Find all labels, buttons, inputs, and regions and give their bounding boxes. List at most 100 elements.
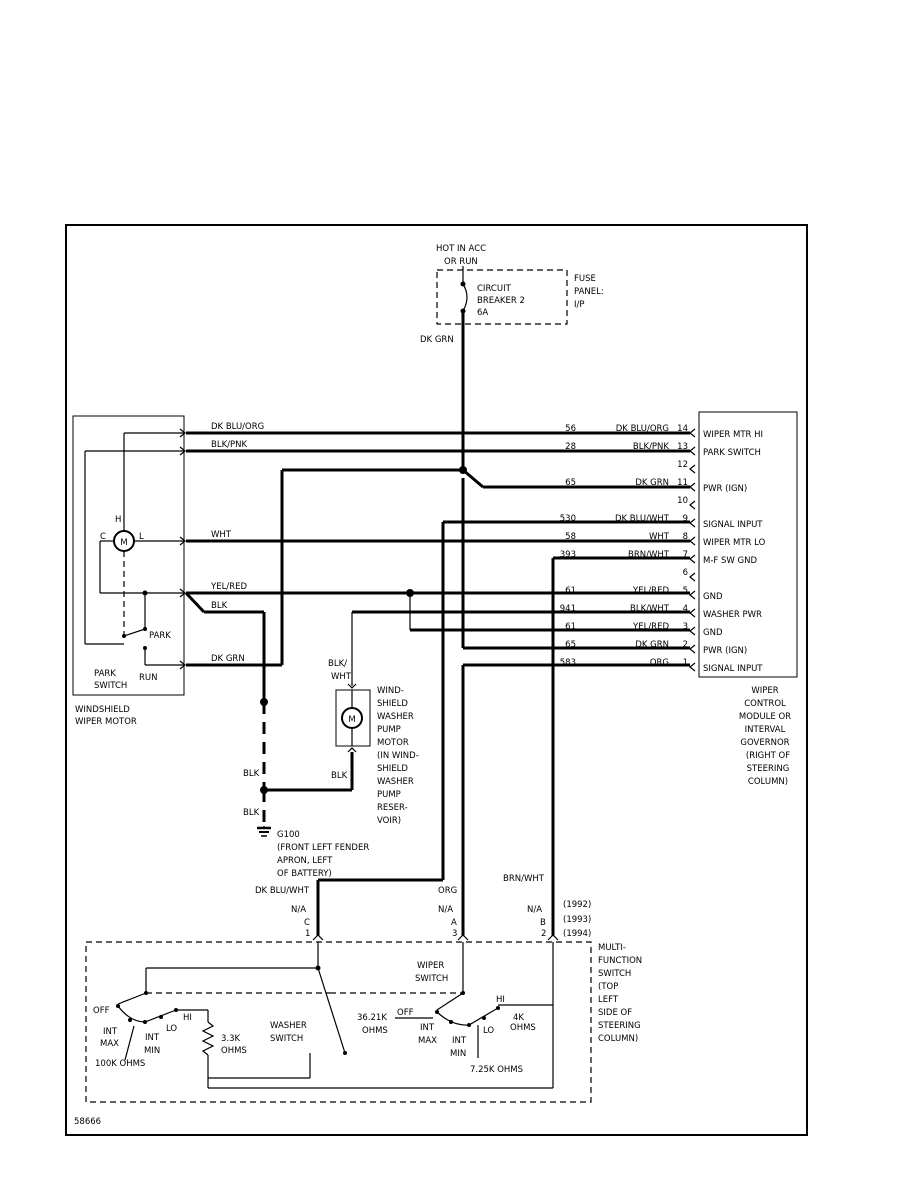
pump-bottom-connector [347,747,357,753]
module-pin-name: GND [703,592,723,602]
svg-text:STEERING: STEERING [747,764,790,774]
module-pin-connector [689,482,696,492]
left-hi-label: HI [183,1013,192,1023]
svg-text:(IN WIND-: (IN WIND- [377,751,419,761]
module-pin-name: WIPER MTR LO [703,538,766,548]
left-int-min-2: MIN [144,1046,160,1056]
ground-label-4: OF BATTERY) [277,869,332,879]
svg-text:MOTOR: MOTOR [377,738,409,748]
mfs-label: MULTI- FUNCTION SWITCH (TOP LEFT SIDE OF… [598,943,642,1044]
left-100k-ohms: 100K OHMS [95,1059,145,1069]
park-switch-label-2: SWITCH [94,681,127,691]
ohms-pointer [124,1025,135,1061]
module-pin-circuit: 393 [560,550,576,560]
left-int-max-1: INT [103,1027,118,1037]
washer-switch-contact [343,1051,347,1055]
connector-a: A [451,918,457,928]
svg-text:SWITCH: SWITCH [598,969,631,979]
module-pin-connector [689,644,696,654]
svg-text:PUMP: PUMP [377,790,401,800]
motor-connector-pins [179,428,186,670]
module-pin-connector [689,446,696,456]
right-hi-contact [496,1006,500,1010]
r725-label: 7.25K OHMS [470,1065,523,1075]
right-int-min-2: MIN [450,1049,466,1059]
motor-c-label: C [100,532,106,542]
module-pin-wire-color: DK GRN [635,640,669,650]
ground-label-1: G100 [277,830,300,840]
wire-label-wht: WHT [211,530,232,540]
right-int-max-2: MAX [418,1036,437,1046]
multifunction-switch-box [85,941,592,1103]
connector-a-pin: 3 [452,929,457,939]
left-intmin-contact [143,1020,147,1024]
washer-switch-label-2: SWITCH [270,1034,303,1044]
park-switch-blade [123,628,146,637]
left-intmax-contact [128,1018,132,1022]
svg-text:COLUMN): COLUMN) [748,777,788,787]
control-module-box [698,411,798,678]
wire-label-blk-pnk: BLK/PNK [211,440,247,450]
connector-c: C [304,918,310,928]
run-label: RUN [139,673,158,683]
module-pin-name: GND [703,628,723,638]
motor-h-label: H [115,515,121,525]
left-int-max-2: MAX [100,1039,119,1049]
module-pin-wire-color: BLK/WHT [630,604,670,614]
washer-pump-box [335,689,371,747]
module-pin-connector [689,608,696,618]
module-pin-connector [689,518,696,528]
wire-label-dk-blu-org: DK BLU/ORG [211,422,264,432]
wire-pwr-ign-11 [462,468,484,489]
module-pin-name: SIGNAL INPUT [703,664,763,674]
ground-symbol [257,826,271,837]
wiper-switch-label-1: WIPER [417,961,444,971]
module-pin-wire-color: BLK/PNK [633,442,669,452]
connector-na-1: N/A [291,905,306,915]
left-switch-arc [117,1005,177,1023]
module-pin-connector [689,428,696,438]
module-pin-wire-color: WHT [649,532,670,542]
right-int-min-1: INT [452,1036,467,1046]
module-pin-number: 1 [683,658,688,668]
svg-text:SHIELD: SHIELD [377,699,408,709]
motor-l-label: L [139,532,144,542]
wire-label-blk: BLK [211,601,228,611]
year-1993: (1993) [563,915,591,925]
washer-switch-blade [317,967,346,1054]
svg-text:CONTROL: CONTROL [744,699,786,709]
module-pin-number: 14 [677,424,688,434]
right-lo-label: LO [483,1026,494,1036]
right-lo-contact [482,1016,486,1020]
svg-text:INTERVAL: INTERVAL [745,725,786,735]
module-pin-name: PWR (IGN) [703,646,747,656]
module-pin-connector [689,536,696,546]
module-pin-circuit: 65 [565,640,576,650]
year-1994: (1994) [563,929,591,939]
ground-label-2: (FRONT LEFT FENDER [277,843,369,853]
module-pin-number: 8 [683,532,688,542]
module-pin-number: 9 [683,514,688,524]
right-off-label: OFF [397,1008,414,1018]
module-pin-connector [689,590,696,600]
module-pin-wire-color: BRN/WHT [628,550,670,560]
svg-text:VOIR): VOIR) [377,816,401,826]
module-pin-name: SIGNAL INPUT [703,520,763,530]
washer-switch-label-1: WASHER [270,1021,307,1031]
module-pin-number: 10 [677,496,688,506]
left-off-label: OFF [93,1006,110,1016]
module-pin-name: M-F SW GND [703,556,757,566]
svg-text:GOVERNOR: GOVERNOR [740,738,789,748]
right-switch-arc [436,1007,499,1026]
left-lo-label: LO [166,1024,177,1034]
left-off-contact [116,1004,120,1008]
module-pin-number: 11 [677,478,688,488]
year-1992: (1992) [563,900,591,910]
right-hi-label: HI [496,995,505,1005]
module-pin-connector [689,662,696,672]
park-contact-junction [142,590,148,596]
module-pin-connector [689,464,696,474]
module-pin-number: 7 [683,550,688,560]
